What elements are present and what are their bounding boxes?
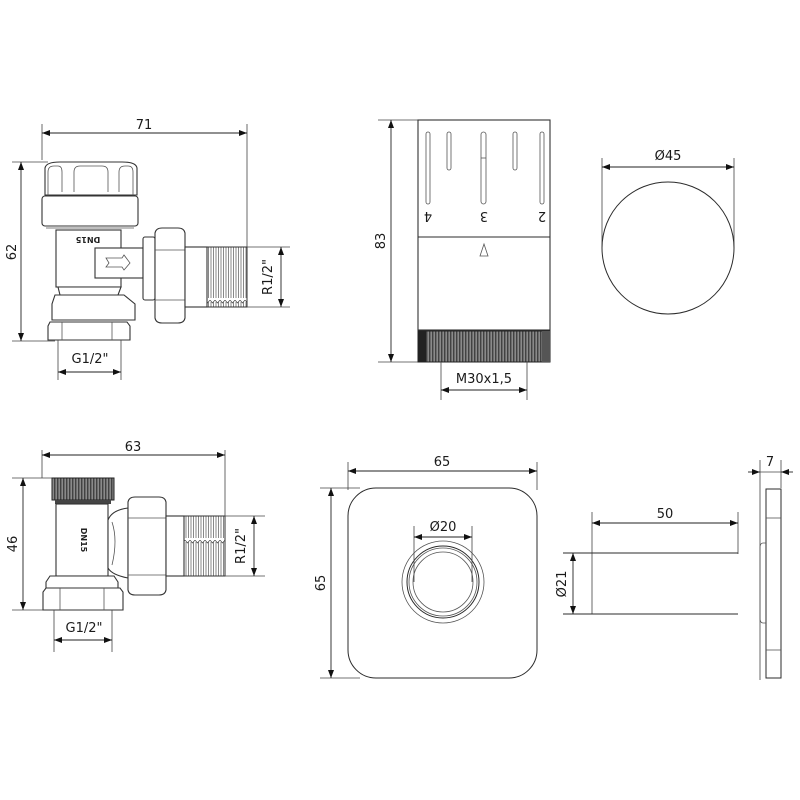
dim-d45-label: Ø45	[655, 149, 682, 164]
return-valve-view: 63 46 DN15 R1/2" G1/2"	[6, 440, 265, 652]
scale-mark-3: 3	[480, 208, 488, 223]
dim-g12-label-return: G1/2"	[66, 621, 103, 636]
dim-62-label: 62	[5, 244, 20, 261]
dim-r12-label-return: R1/2"	[234, 528, 249, 564]
angle-valve-view: 71 62 DN15	[5, 118, 290, 380]
dim-71-label: 71	[136, 118, 153, 133]
dim-46-label: 46	[6, 536, 21, 553]
dim-65-width-label: 65	[434, 455, 451, 470]
rosette-side-view: 7	[748, 455, 793, 680]
thermostatic-head-view: 83 4 3 2 M30x1,5	[374, 119, 551, 400]
triangle-indicator-icon	[479, 242, 489, 257]
scale-mark-2: 2	[538, 208, 546, 223]
dn15-marking: DN15	[75, 235, 100, 244]
dim-63-label: 63	[125, 440, 142, 455]
dim-7-label: 7	[766, 455, 774, 470]
rosette-front-view: 65 65 Ø20	[314, 455, 538, 679]
dim-g12-label: G1/2"	[72, 352, 109, 367]
dn15-marking-return: DN15	[79, 528, 88, 553]
dim-m30-label: M30x1,5	[456, 372, 512, 387]
head-top-view: Ø45	[601, 149, 735, 315]
dim-83-label: 83	[374, 233, 389, 250]
dim-50-label: 50	[657, 507, 674, 522]
dim-d20-label: Ø20	[430, 520, 457, 535]
dim-r12-label: R1/2"	[261, 259, 276, 295]
pipe-sleeve-view: 50 Ø21	[555, 507, 739, 615]
scale-mark-4: 4	[424, 208, 432, 223]
dim-d21-label: Ø21	[555, 571, 570, 598]
dim-65-height-label: 65	[314, 575, 329, 592]
